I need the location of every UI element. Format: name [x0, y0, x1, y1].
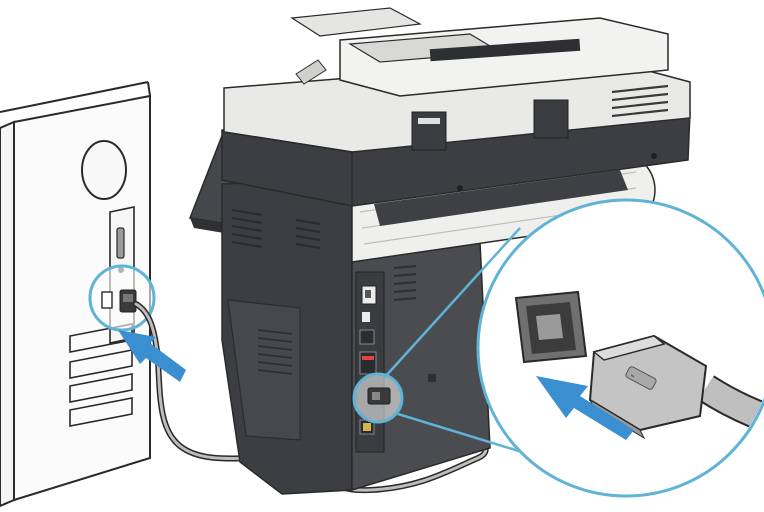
- feeder-flap: [292, 8, 420, 36]
- scanner-screw-1: [457, 185, 463, 191]
- parallel-port-icon: [117, 228, 124, 258]
- computer-front-face: [0, 122, 14, 506]
- computer-usb-port-icon: [102, 292, 112, 308]
- scanner-hinge-right: [534, 100, 568, 138]
- scanner-screw-2: [651, 153, 657, 159]
- interface-port-3: [360, 330, 374, 344]
- computer-tower: [0, 82, 154, 506]
- back-small-square: [428, 374, 436, 382]
- usb-zoom-detail: ⌁: [478, 200, 764, 496]
- usb-b-port-icon: [516, 292, 586, 362]
- computer-fan-icon: [82, 141, 126, 199]
- scanner-hinge-left: [412, 112, 446, 150]
- interface-port-2: [362, 312, 370, 322]
- interface-port-4: [360, 352, 376, 374]
